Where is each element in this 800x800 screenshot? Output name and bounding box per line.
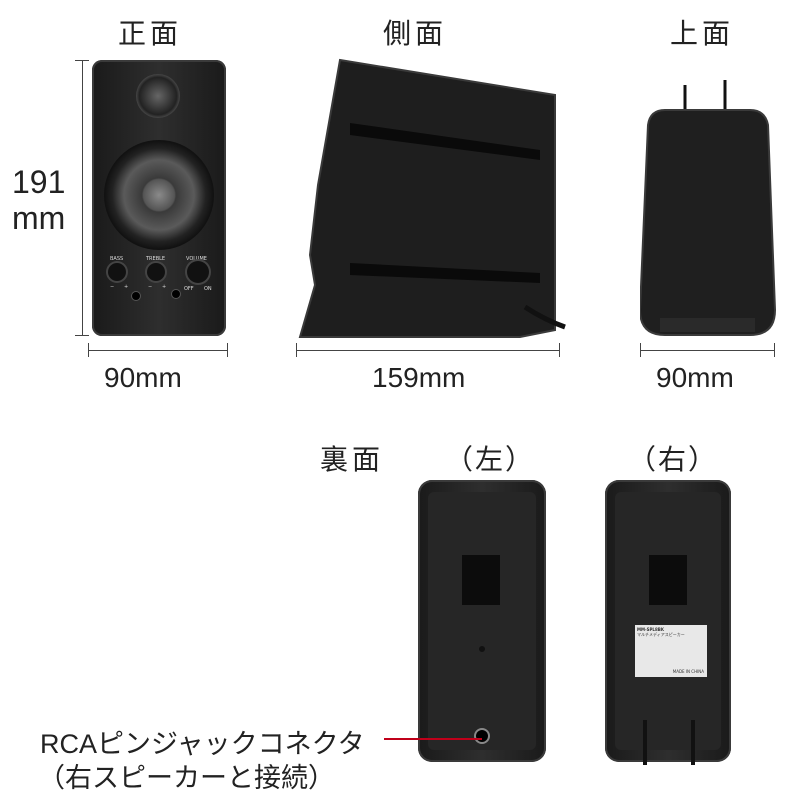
side-speaker xyxy=(298,58,566,338)
dim-tick xyxy=(75,335,89,336)
side-depth-value: 159mm xyxy=(372,362,466,393)
rating-product: マルチメディアスピーカー xyxy=(637,632,685,637)
bass-knob[interactable] xyxy=(108,263,126,281)
bass-label: BASS xyxy=(110,256,124,262)
height-dimension-line xyxy=(82,60,83,336)
rating-model: MM-SPL8BK xyxy=(637,627,664,632)
height-value: 191 xyxy=(12,164,66,200)
dim-tick xyxy=(559,343,560,357)
screw-hole xyxy=(479,646,485,652)
dim-tick xyxy=(227,343,228,357)
bass-minus-label: − xyxy=(110,284,115,290)
rating-origin: MADE IN CHINA xyxy=(672,669,704,674)
dim-tick xyxy=(774,343,775,357)
on-label: ON xyxy=(204,286,212,292)
bass-port xyxy=(649,555,687,605)
back-left-speaker xyxy=(418,480,546,762)
treble-plus-label: + xyxy=(162,284,167,290)
callout-subtitle: （右スピーカーと接続） xyxy=(38,763,335,793)
woofer xyxy=(104,140,214,250)
dim-tick xyxy=(75,60,89,61)
top-width-dimension-line xyxy=(640,350,775,351)
bass-port xyxy=(462,555,500,605)
back-right-label: （右） xyxy=(628,443,719,476)
side-view-label: 側面 xyxy=(383,17,448,50)
tweeter xyxy=(136,74,180,118)
callout-leader-line xyxy=(384,738,482,740)
off-label: OFF xyxy=(184,286,194,292)
back-panel xyxy=(428,492,536,750)
front-view-label: 正面 xyxy=(118,17,183,50)
treble-knob[interactable] xyxy=(147,263,165,281)
callout-title: RCAピンジャックコネクタ xyxy=(40,729,365,759)
top-speaker xyxy=(640,80,777,336)
bass-plus-label: + xyxy=(124,284,129,290)
cable xyxy=(643,720,647,765)
back-panel xyxy=(615,492,721,750)
dim-tick xyxy=(296,343,297,357)
back-left-label: （左） xyxy=(445,443,536,476)
front-speaker: BASS TREBLE VOLUME − + − + OFF ON xyxy=(92,60,226,336)
cable xyxy=(691,720,695,765)
height-unit: mm xyxy=(12,200,66,236)
top-width-value: 90mm xyxy=(656,362,734,393)
back-view-label: 裏面 xyxy=(320,443,385,476)
headphone-jack xyxy=(132,292,140,300)
treble-label: TREBLE xyxy=(146,256,166,262)
aux-input-jack xyxy=(172,290,180,298)
volume-label: VOLUME xyxy=(186,256,207,262)
top-view-label: 上面 xyxy=(670,17,735,50)
front-width-dimension-line xyxy=(88,350,228,351)
side-depth-dimension-line xyxy=(296,350,560,351)
front-width-value: 90mm xyxy=(104,362,182,393)
dim-tick xyxy=(88,343,89,357)
volume-knob[interactable] xyxy=(187,261,209,283)
back-right-speaker: MM-SPL8BK マルチメディアスピーカー MADE IN CHINA xyxy=(605,480,731,765)
rating-label: MM-SPL8BK マルチメディアスピーカー MADE IN CHINA xyxy=(635,625,707,677)
treble-minus-label: − xyxy=(148,284,153,290)
rca-jack xyxy=(476,730,488,742)
dim-tick xyxy=(640,343,641,357)
